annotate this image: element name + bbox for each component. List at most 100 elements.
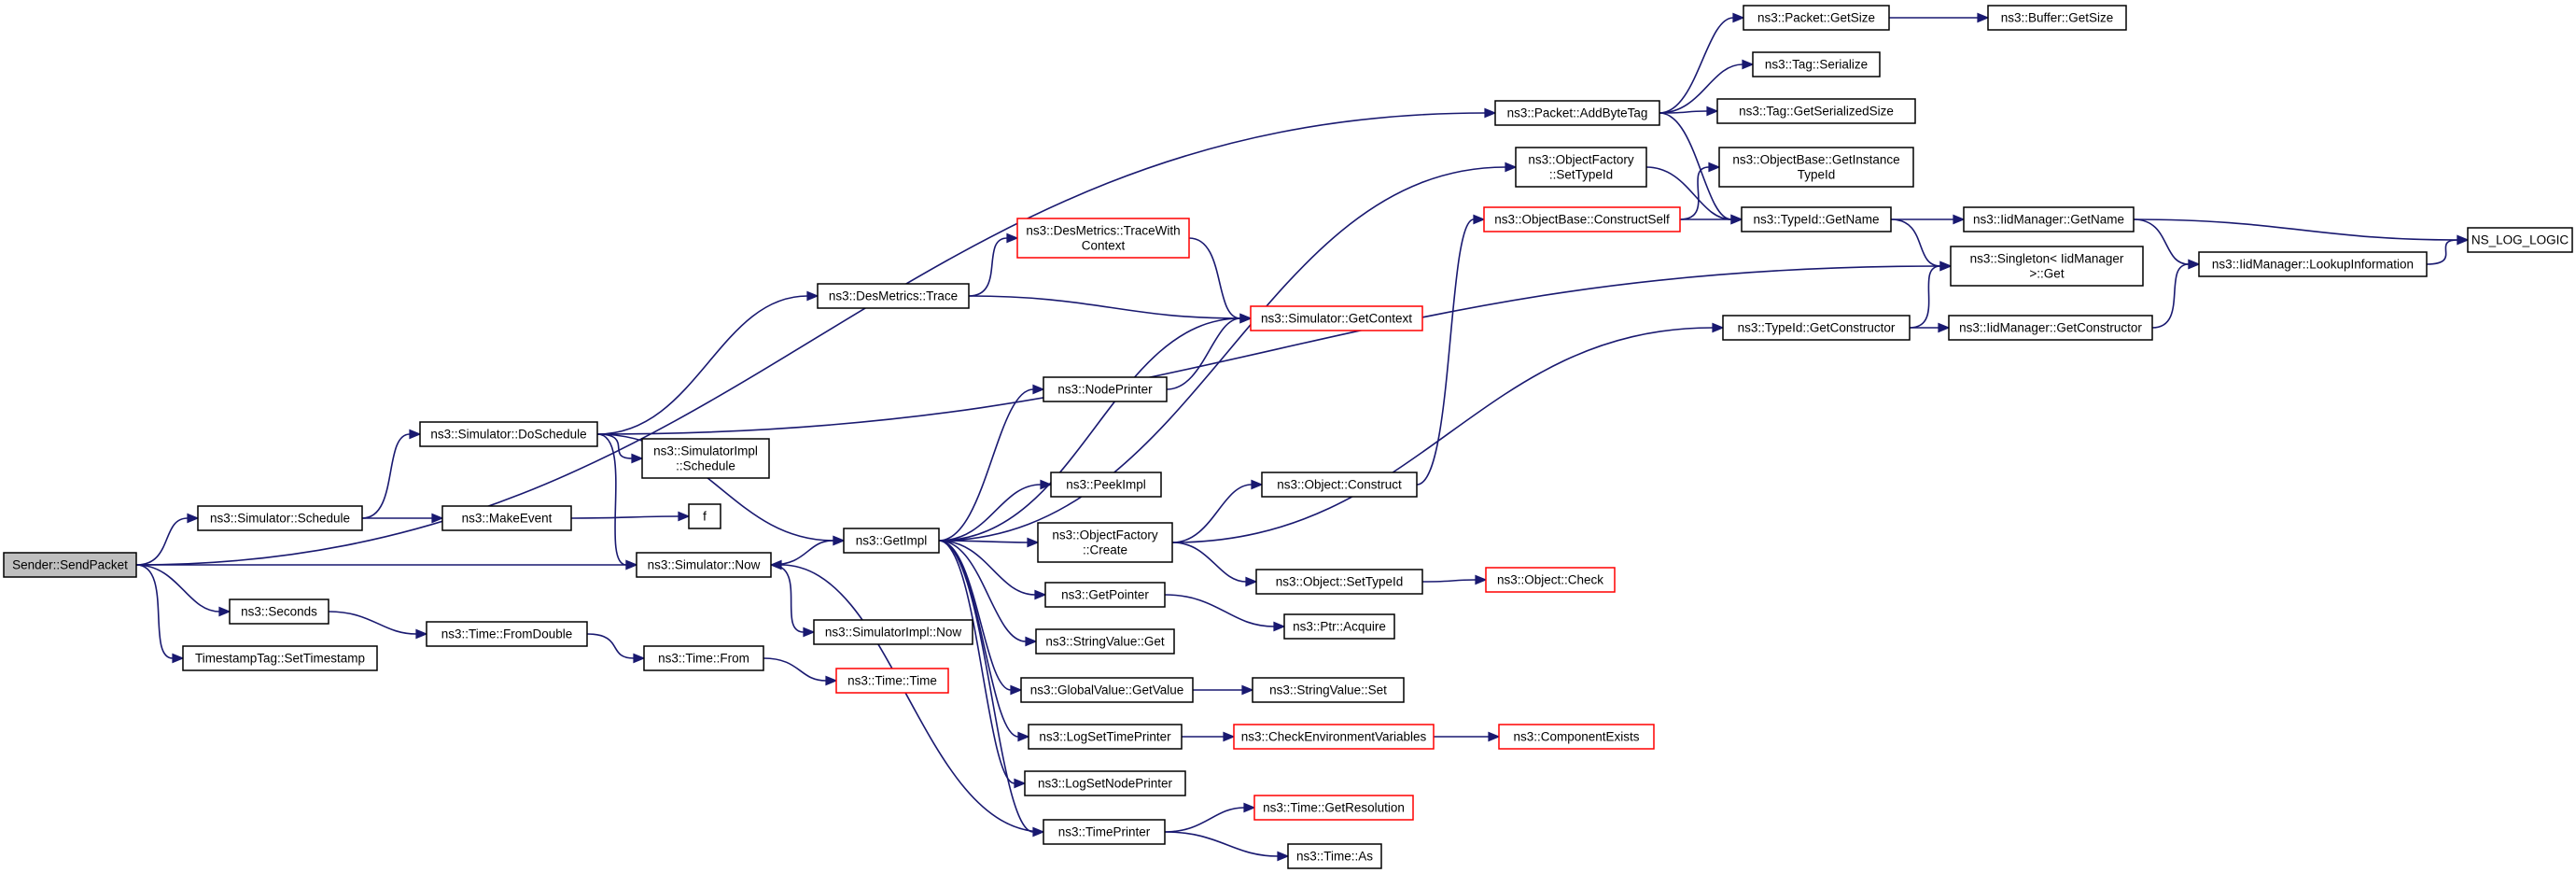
node-label: ns3::TypeId::GetName <box>1753 213 1879 227</box>
node-globalvalue-getvalue[interactable]: ns3::GlobalValue::GetValue <box>1020 677 1194 703</box>
node-get-pointer[interactable]: ns3::GetPointer <box>1044 582 1166 608</box>
call-edge-line <box>1659 112 1732 220</box>
node-label: ns3::ObjectBase::GetInstance <box>1732 153 1899 167</box>
node-label: ns3::IidManager::LookupInformation <box>2212 258 2414 272</box>
node-get-context[interactable]: ns3::Simulator::GetContext <box>1250 305 1423 331</box>
call-edge <box>938 540 1027 789</box>
node-do-schedule[interactable]: ns3::Simulator::DoSchedule <box>419 421 598 447</box>
node-label: ns3::Time::As <box>1296 850 1373 864</box>
node-desmetrics-trace[interactable]: ns3::DesMetrics::Trace <box>817 283 970 309</box>
node-iid-getconstructor[interactable]: ns3::IidManager::GetConstructor <box>1948 315 2153 341</box>
node-sim-schedule[interactable]: ns3::Simulator::Schedule <box>197 505 363 531</box>
node-ns-log-logic[interactable]: NS_LOG_LOGIC <box>2467 227 2573 253</box>
node-objbase-constructself[interactable]: ns3::ObjectBase::ConstructSelf <box>1483 206 1681 232</box>
call-edge <box>938 313 1253 542</box>
node-box <box>643 645 764 671</box>
node-peek-impl[interactable]: ns3::PeekImpl <box>1050 472 1162 498</box>
call-edge-line <box>938 540 1027 642</box>
node-make-event[interactable]: ns3::MakeEvent <box>441 505 572 531</box>
node-component-exists[interactable]: ns3::ComponentExists <box>1498 724 1655 750</box>
node-f[interactable]: f <box>688 503 721 529</box>
node-tag-serialize[interactable]: ns3::Tag::Serialize <box>1752 51 1881 77</box>
node-box <box>1037 522 1173 563</box>
node-label: ns3::Time::GetResolution <box>1263 801 1405 815</box>
node-set-timestamp[interactable]: TimestampTag::SetTimestamp <box>182 645 378 671</box>
node-label: ns3::Object::SetTypeId <box>1276 575 1404 589</box>
node-box <box>1950 246 2144 287</box>
node-get-impl[interactable]: ns3::GetImpl <box>843 528 940 554</box>
node-box <box>835 668 949 694</box>
node-object-settypeid[interactable]: ns3::Object::SetTypeId <box>1255 569 1423 595</box>
call-edge <box>1171 322 1725 543</box>
node-box <box>1250 305 1423 331</box>
node-label: ns3::StringValue::Set <box>1269 683 1387 697</box>
function-nodes: Sender::SendPacket ns3::Simulator::Schedu… <box>3 5 2573 869</box>
node-object-construct[interactable]: ns3::Object::Construct <box>1261 472 1418 498</box>
call-edge <box>361 429 422 519</box>
call-edge <box>2426 234 2470 265</box>
arrow-head-icon <box>431 513 444 524</box>
node-packet-addbytetag[interactable]: ns3::Packet::AddByteTag <box>1494 100 1660 126</box>
node-box <box>1261 472 1418 498</box>
node-iid-getname[interactable]: ns3::IidManager::GetName <box>1963 206 2135 232</box>
node-time-from[interactable]: ns3::Time::From <box>643 645 764 671</box>
call-edge-line <box>968 295 1241 319</box>
node-box <box>1483 206 1681 232</box>
arrow-head-icon <box>1953 214 1966 225</box>
node-label: TimestampTag::SetTimestamp <box>195 652 365 666</box>
node-time-as[interactable]: ns3::Time::As <box>1287 843 1382 869</box>
node-simimpl-schedule[interactable]: ns3::SimulatorImpl::Schedule <box>641 438 770 479</box>
node-time-printer[interactable]: ns3::TimePrinter <box>1043 819 1166 845</box>
node-typeid-getconstructor[interactable]: ns3::TypeId::GetConstructor <box>1722 315 1911 341</box>
node-from-double[interactable]: ns3::Time::FromDouble <box>426 621 588 647</box>
node-ptr-acquire[interactable]: ns3::Ptr::Acquire <box>1283 613 1395 640</box>
call-edge <box>135 564 231 617</box>
node-label: ns3::Time::Time <box>847 674 937 688</box>
node-buffer-getsize[interactable]: ns3::Buffer::GetSize <box>1987 5 2127 31</box>
node-singleton-get[interactable]: ns3::Singleton< IidManager>::Get <box>1950 246 2144 287</box>
node-time-time[interactable]: ns3::Time::Time <box>835 668 949 694</box>
node-box <box>1043 376 1168 402</box>
call-edge <box>1421 574 1488 585</box>
arrow-head-icon <box>1006 232 1019 244</box>
call-edge <box>1659 59 1755 114</box>
node-box <box>1987 5 2127 31</box>
node-object-check[interactable]: ns3::Object::Check <box>1485 567 1616 593</box>
node-iid-lookupinformation[interactable]: ns3::IidManager::LookupInformation <box>2198 251 2428 277</box>
call-edge-line <box>328 611 417 635</box>
node-objfactory-create[interactable]: ns3::ObjectFactory::Create <box>1037 522 1173 563</box>
node-packet-getsize[interactable]: ns3::Packet::GetSize <box>1743 5 1890 31</box>
node-box <box>1743 5 1890 31</box>
node-label: ns3::NodePrinter <box>1057 383 1153 397</box>
node-objfactory-settypeid[interactable]: ns3::ObjectFactory::SetTypeId <box>1515 147 1647 188</box>
node-check-env-vars[interactable]: ns3::CheckEnvironmentVariables <box>1233 724 1435 750</box>
node-typeid-getname[interactable]: ns3::TypeId::GetName <box>1741 206 1892 232</box>
node-label: ns3::ObjectFactory <box>1052 528 1158 542</box>
node-label: NS_LOG_LOGIC <box>2471 233 2569 247</box>
arrow-head-icon <box>1939 260 1953 272</box>
node-label: ns3::Time::From <box>658 652 749 666</box>
node-tag-getserializedsize[interactable]: ns3::Tag::GetSerializedSize <box>1716 98 1916 124</box>
call-edge <box>1166 313 1253 390</box>
node-get-resolution[interactable]: ns3::Time::GetResolution <box>1253 795 1414 821</box>
call-edge-line <box>938 540 1015 784</box>
node-label: ns3::GetPointer <box>1061 588 1149 602</box>
node-box <box>419 421 598 447</box>
node-stringvalue-get[interactable]: ns3::StringValue::Get <box>1035 628 1175 655</box>
call-edge-line <box>596 295 808 435</box>
arrow-head-icon <box>1732 12 1745 23</box>
node-sim-now[interactable]: ns3::Simulator::Now <box>636 552 772 578</box>
node-stringvalue-set[interactable]: ns3::StringValue::Set <box>1252 677 1405 703</box>
node-node-printer[interactable]: ns3::NodePrinter <box>1043 376 1168 402</box>
call-edge-line <box>2133 218 2190 265</box>
node-box <box>1948 315 2153 341</box>
node-simimpl-now[interactable]: ns3::SimulatorImpl::Now <box>813 619 973 645</box>
call-edge-line <box>938 540 1034 833</box>
call-edge <box>938 540 1047 600</box>
node-log-set-node-printer[interactable]: ns3::LogSetNodePrinter <box>1024 770 1186 796</box>
node-seconds[interactable]: ns3::Seconds <box>229 598 329 625</box>
node-send-packet[interactable]: Sender::SendPacket <box>3 552 137 578</box>
node-log-set-time-printer[interactable]: ns3::LogSetTimePrinter <box>1028 724 1183 750</box>
